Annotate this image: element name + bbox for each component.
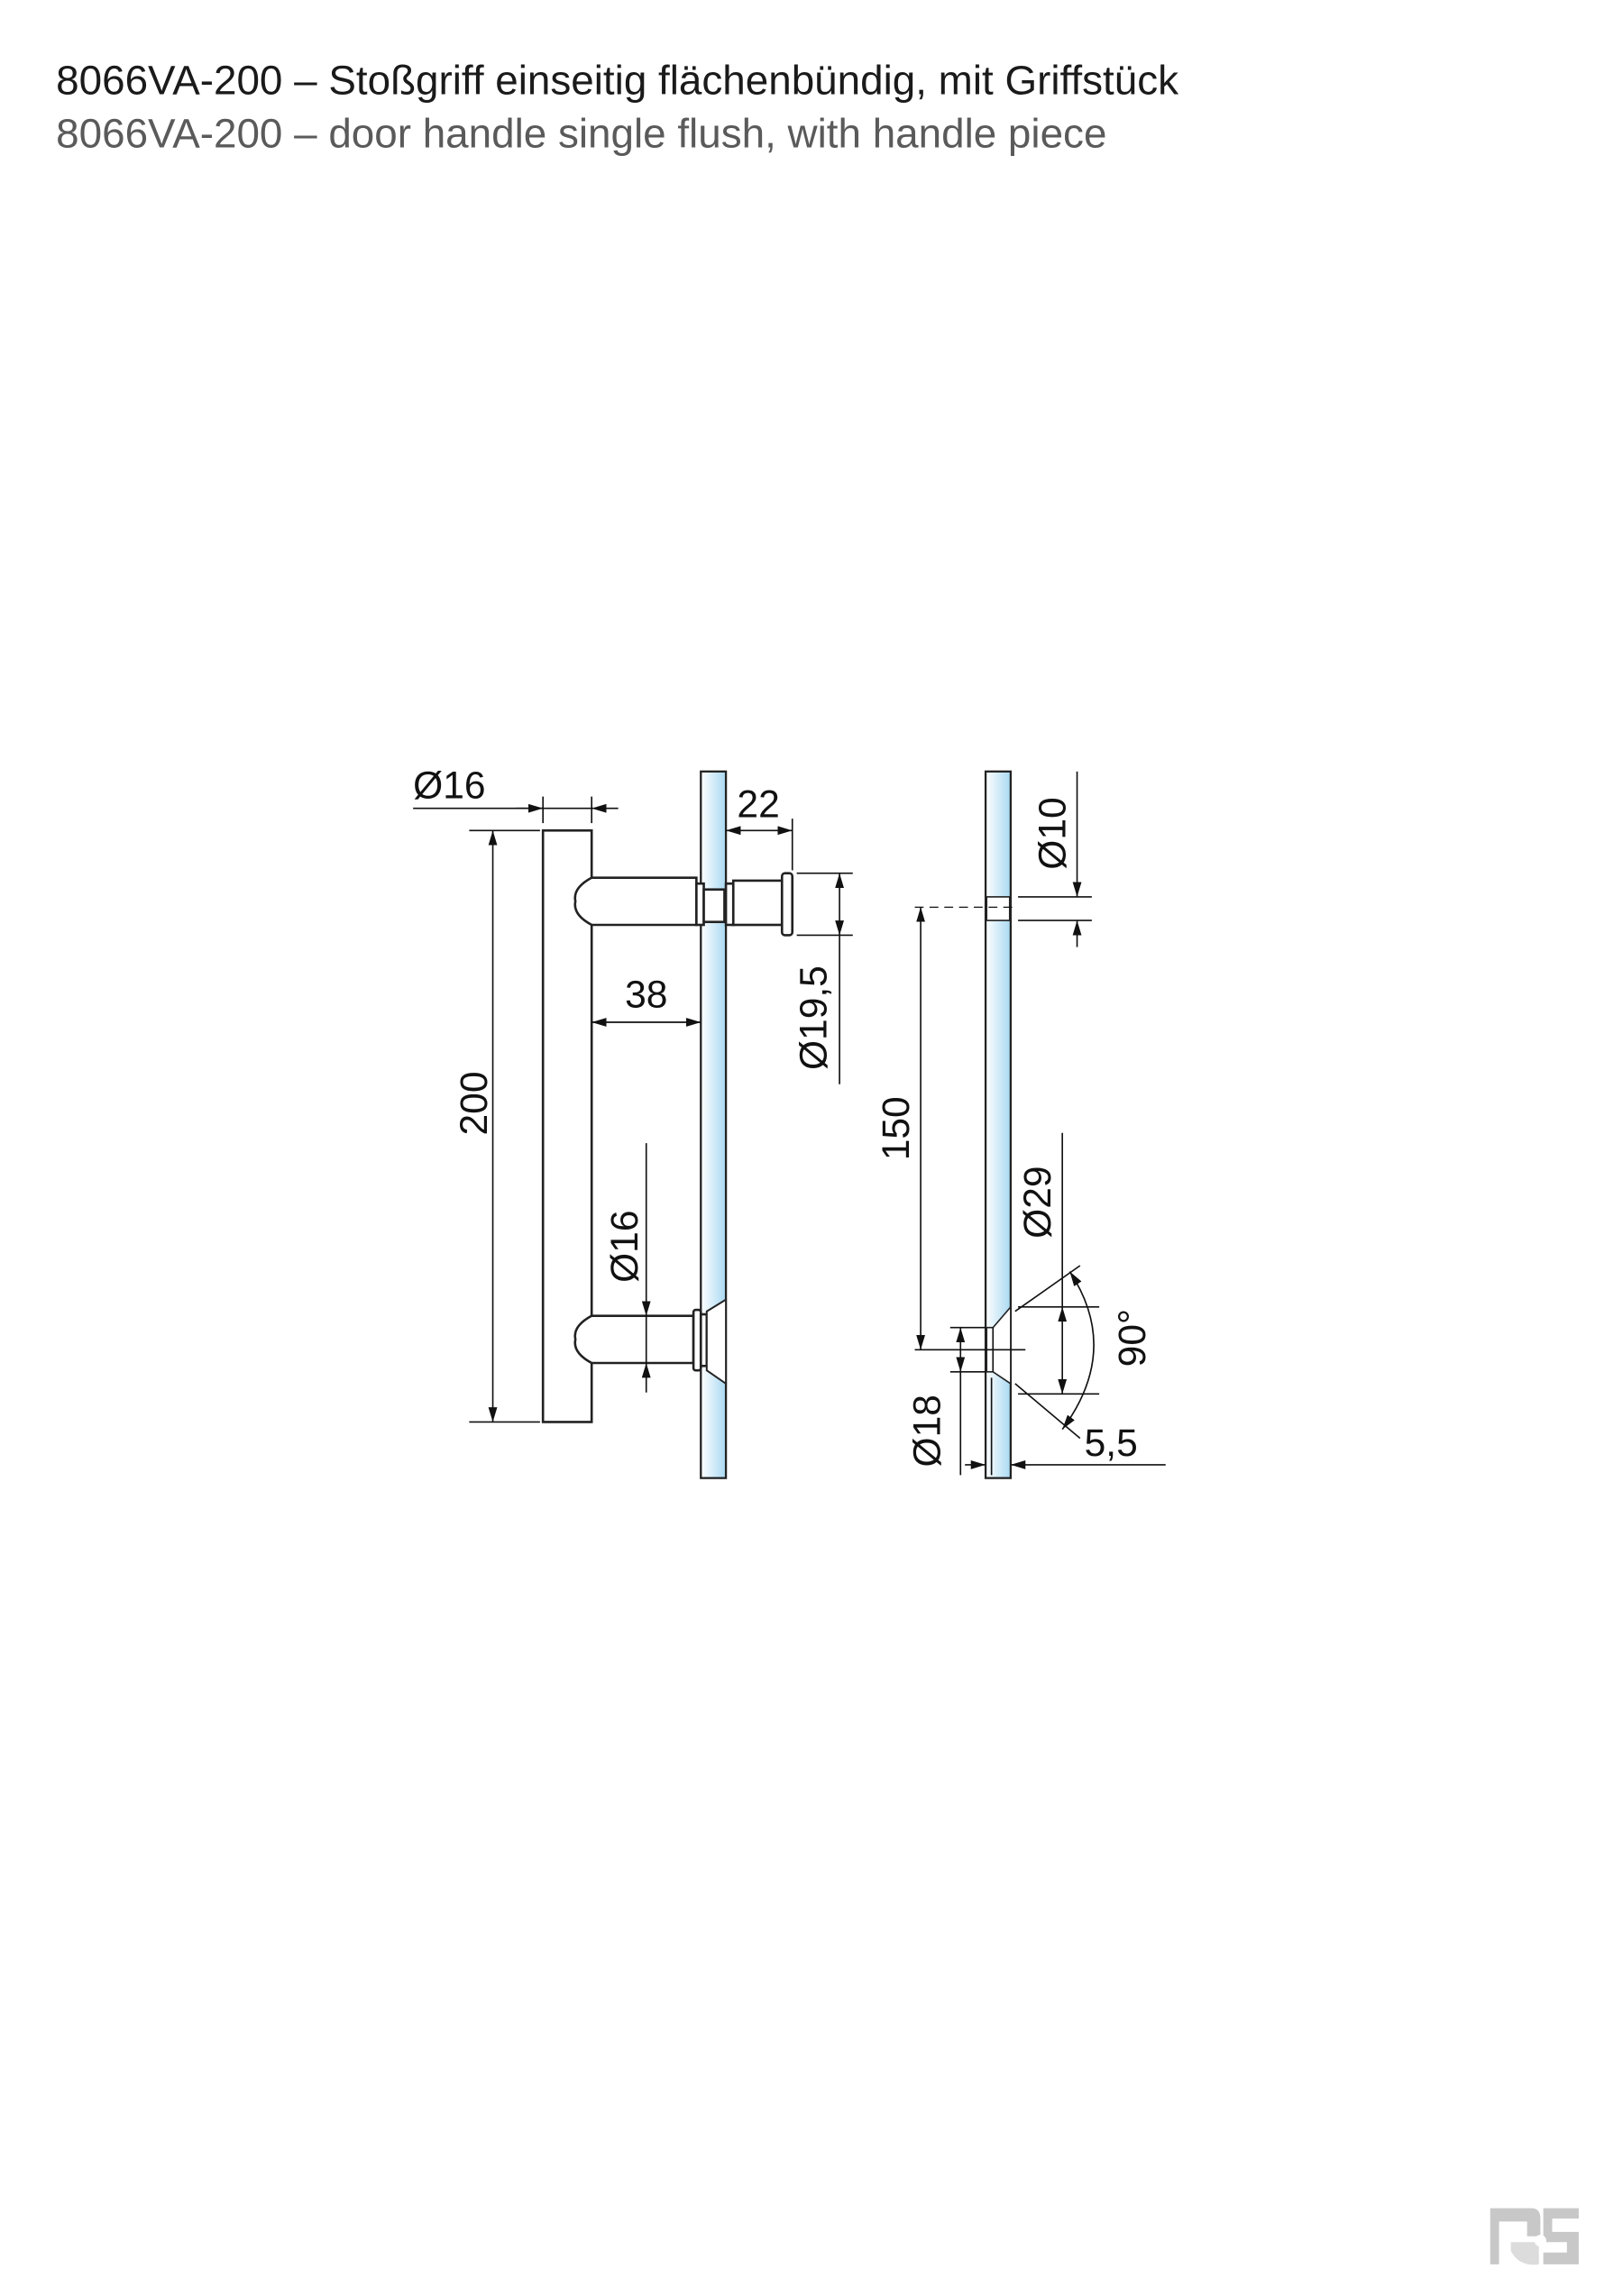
section-view-glass: Ø10 150 Ø29 90° Ø18 5,5 xyxy=(875,770,1166,1479)
dim-offset: 38 xyxy=(625,974,667,1017)
dim-hole-spacing: 150 xyxy=(875,1096,918,1160)
side-view-handle: Ø16 200 38 22 Ø19,5 Ø16 xyxy=(413,764,853,1479)
dim-grip-diameter: Ø16 xyxy=(413,764,485,807)
bottom-post xyxy=(573,1314,695,1365)
rs-logo xyxy=(1490,2208,1579,2265)
title-english: 8066VA-200 – door handle single flush, w… xyxy=(56,111,1106,157)
countersink-cone xyxy=(705,1297,728,1386)
dim-post-diameter: Ø16 xyxy=(603,1211,646,1283)
knob-cap xyxy=(780,872,794,937)
dim-knob-projection: 22 xyxy=(737,783,779,827)
dim-angle: 90° xyxy=(1111,1309,1154,1367)
dim-glass-thickness: 5,5 xyxy=(1085,1422,1138,1465)
dim-countersink-diameter: Ø29 xyxy=(1016,1166,1059,1238)
dim-hole-small: Ø10 xyxy=(1031,797,1074,869)
hole-small xyxy=(986,896,1011,921)
title-german: 8066VA-200 – Stoßgriff einseitig flächen… xyxy=(56,58,1178,104)
knob xyxy=(731,879,784,927)
top-post xyxy=(573,876,698,927)
dim-knob-diameter: Ø19,5 xyxy=(792,965,835,1070)
dim-hole-large: Ø18 xyxy=(905,1395,949,1467)
dim-length: 200 xyxy=(453,1072,496,1136)
